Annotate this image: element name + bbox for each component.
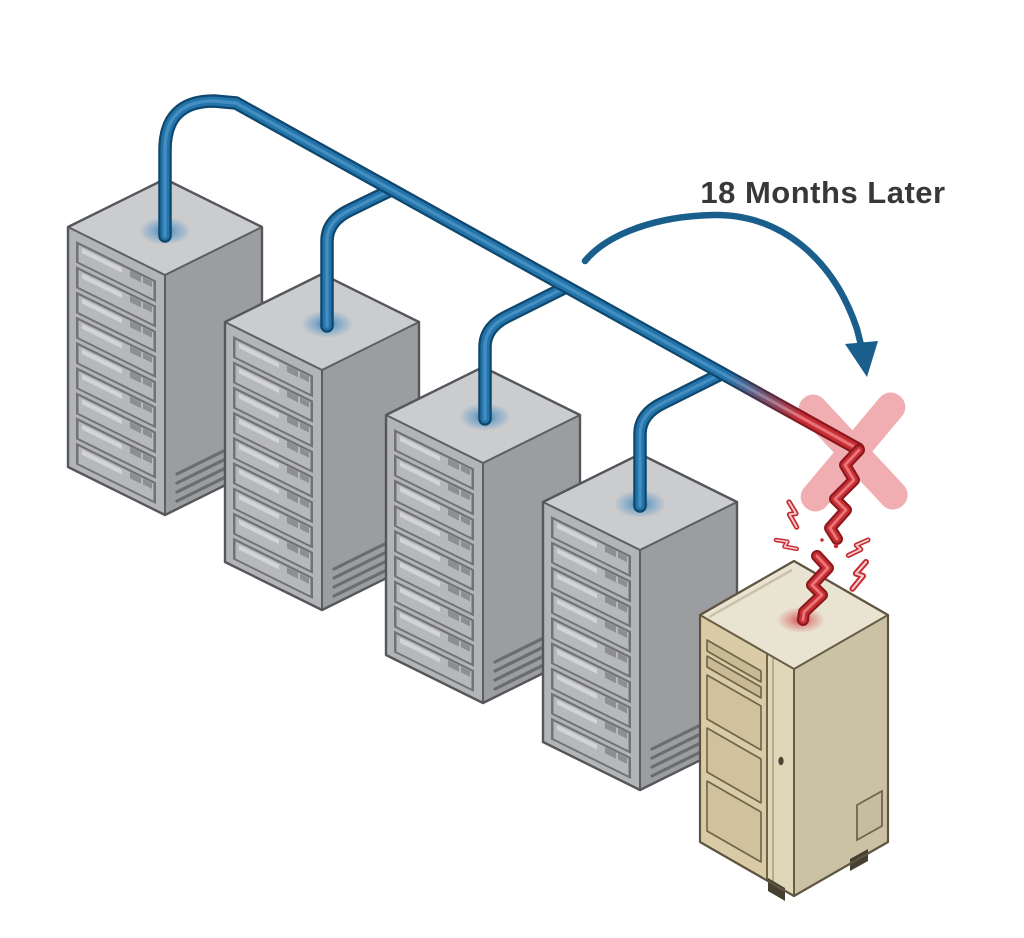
spark-dot xyxy=(833,543,839,549)
cabinet-top-rim xyxy=(708,568,793,619)
spark-icon xyxy=(848,536,868,559)
cabinet-side-vent xyxy=(856,789,883,842)
spark-icon xyxy=(782,502,804,527)
cabinet-foot xyxy=(850,849,868,871)
keyhole xyxy=(778,756,784,766)
spark-dot xyxy=(820,538,824,542)
curved-arrow xyxy=(581,211,878,377)
arrow-head-icon xyxy=(845,341,878,377)
time-label: 18 Months Later xyxy=(700,175,945,210)
spark-icon xyxy=(848,562,870,589)
cabinet-door-edge xyxy=(767,653,794,896)
cabinet-panels xyxy=(706,639,762,863)
spark-icon xyxy=(776,533,797,555)
legacy-mainframe-cabinet xyxy=(698,559,890,901)
